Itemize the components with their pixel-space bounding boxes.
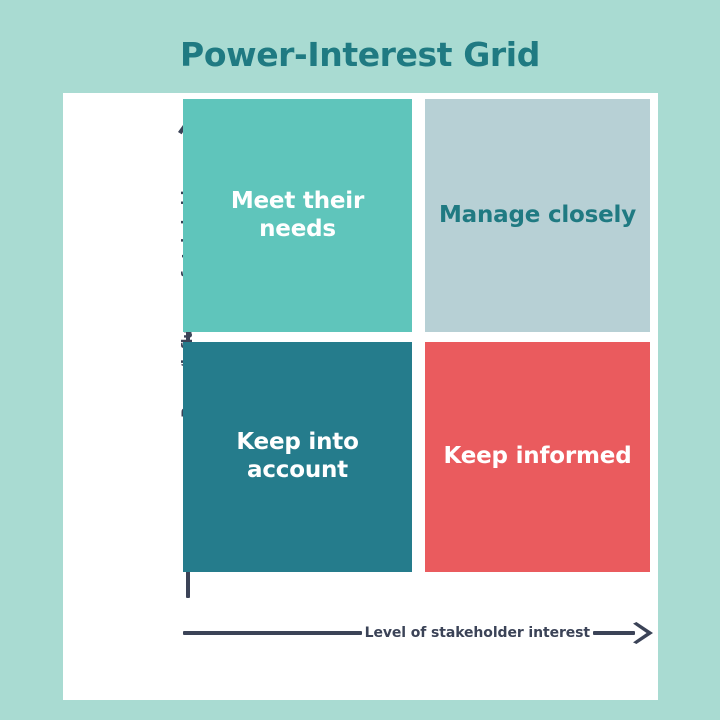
quadrant-manage-closely[interactable]: Manage closely [425,99,650,332]
quadrant-label: Manage closely [438,201,637,228]
quadrant-label: Meet their needs [230,187,365,242]
arrow-right-icon [633,622,653,644]
quadrant-grid: Meet their needs Manage closely Keep int… [183,99,650,572]
quadrant-label: Keep informed [443,443,632,470]
x-axis: Level of stakeholder interest [183,620,653,646]
quadrant-meet-their-needs[interactable]: Meet their needs [183,99,412,332]
x-axis-label: Level of stakeholder interest [364,625,590,641]
page-title: Power-Interest Grid [180,35,540,74]
chart-card: Power/influence of stakeholder Meet thei… [63,93,658,700]
x-axis-line-left [183,631,362,635]
quadrant-label: Keep into account [236,429,359,483]
quadrant-keep-informed[interactable]: Keep informed [425,342,650,572]
quadrant-keep-into-account[interactable]: Keep into account [183,342,412,572]
x-axis-line-right [593,631,635,635]
